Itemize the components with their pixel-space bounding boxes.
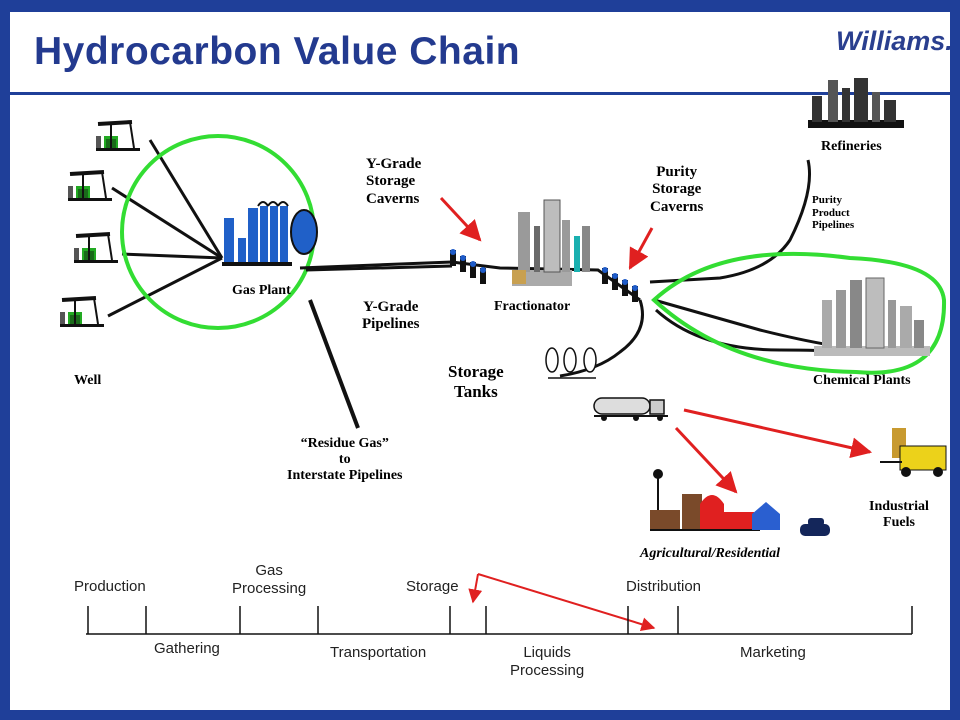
storage-tanks-label: Storage Tanks [448, 362, 504, 401]
refineries-label: Refineries [821, 139, 882, 154]
bottom-frame-bar [0, 710, 960, 720]
chemical-plants-label: Chemical Plants [813, 373, 911, 388]
title-band [10, 12, 950, 94]
truck-icon [593, 397, 668, 421]
industrial-fuels-label: Industrial Fuels [869, 499, 929, 531]
left-frame-bar [0, 0, 10, 720]
purity-pipelines-label: Purity Product Pipelines [812, 194, 855, 232]
timeline-marketing: Marketing [740, 644, 806, 661]
residue-gas-line [308, 299, 360, 429]
ygrade-caverns-label: Y-Grade Storage Caverns [366, 156, 422, 207]
forklift-icon [880, 428, 947, 477]
purity-caverns-label: Purity Storage Caverns [650, 164, 704, 215]
timeline-transportation: Transportation [330, 644, 427, 661]
farm-icon [650, 469, 760, 531]
title-rule [10, 92, 950, 95]
oil-pump-icon [58, 296, 106, 329]
red-arrows [439, 196, 873, 631]
car-icon [800, 518, 830, 536]
gathering-lines [107, 139, 224, 318]
residue-gas-label: “Residue Gas” to Interstate Pipelines [287, 436, 403, 484]
ygrade-pipelines-label: Y-Grade Pipelines [362, 299, 420, 333]
timeline-gathering: Gathering [154, 640, 220, 657]
timeline-liquids-processing: Liquids Processing [510, 644, 585, 679]
chemical-plant-icon [814, 277, 930, 356]
storage-tank-icon [545, 347, 597, 379]
markets-circle [651, 251, 947, 375]
right-frame-bar [950, 0, 960, 720]
timeline-gas-processing: Gas Processing [232, 562, 307, 597]
oil-pump-icon [94, 120, 142, 153]
timeline-distribution: Distribution [626, 578, 702, 595]
timeline-production: Production [74, 578, 146, 595]
agricultural-label: Agricultural/Residential [640, 546, 781, 561]
williams-logo: Williams. [836, 26, 953, 56]
storage-tank-line [559, 299, 644, 378]
fractionator-icon [512, 199, 590, 286]
oil-pump-icon [66, 170, 114, 203]
gas-plant-icon [222, 201, 318, 266]
gas-plant-label: Gas Plant [232, 283, 291, 298]
well-label: Well [74, 373, 102, 388]
oil-pump-icon [72, 232, 120, 265]
house-icon [752, 502, 780, 530]
timeline-axis [86, 606, 913, 635]
refinery-icon [808, 78, 904, 128]
top-frame-bar [0, 0, 960, 12]
fractionator-label: Fractionator [494, 299, 571, 314]
timeline-storage: Storage [406, 578, 459, 595]
page-title: Hydrocarbon Value Chain [34, 30, 521, 73]
